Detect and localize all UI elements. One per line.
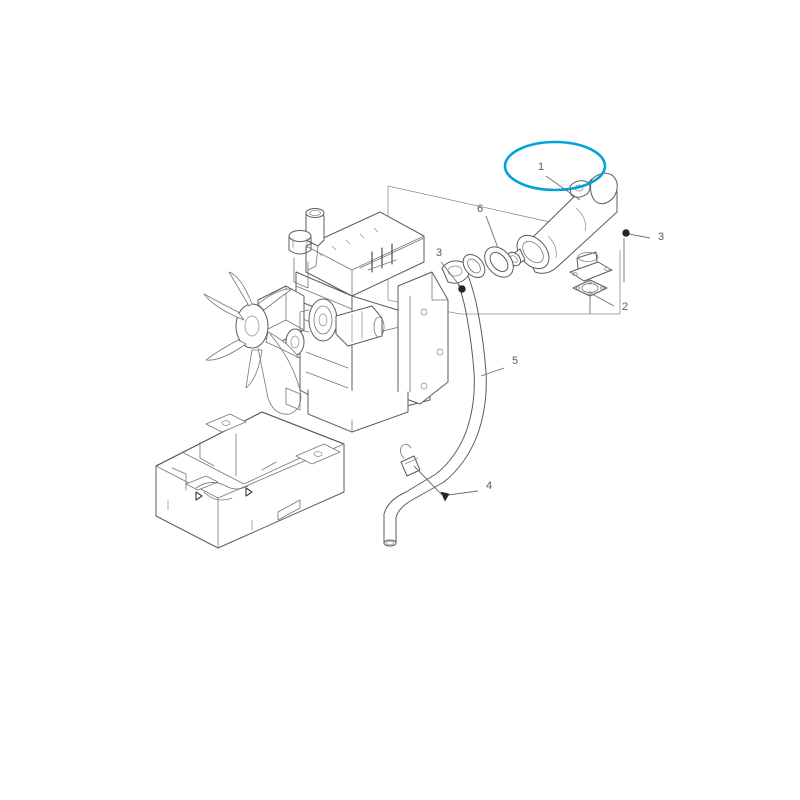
cooling-fan bbox=[203, 271, 300, 389]
highlight-ellipse bbox=[503, 140, 607, 192]
flange-gasket bbox=[572, 279, 608, 297]
callout-label-3-lower: 3 bbox=[436, 247, 442, 259]
bolt-upper-icon bbox=[622, 229, 630, 237]
engine-assembly bbox=[203, 208, 449, 433]
leader-5 bbox=[480, 367, 505, 377]
leader-3-lower bbox=[440, 261, 461, 287]
exhaust-pipe bbox=[383, 260, 487, 547]
muffler-inlet bbox=[507, 248, 526, 267]
pipe-joint-gasket bbox=[462, 253, 486, 279]
leader-6 bbox=[485, 215, 499, 249]
callout-label-3-upper: 3 bbox=[658, 231, 664, 243]
callout-label-2: 2 bbox=[622, 301, 628, 313]
clamp-marker-icon bbox=[440, 491, 450, 502]
chassis-frame bbox=[155, 411, 345, 549]
leader-2 bbox=[591, 293, 615, 307]
leader-1 bbox=[545, 175, 581, 201]
callout-label-4: 4 bbox=[486, 480, 492, 492]
callout-label-1: 1 bbox=[538, 161, 544, 173]
pipe-clamp bbox=[400, 444, 421, 477]
callout-label-6: 6 bbox=[477, 203, 483, 215]
leader-4 bbox=[447, 490, 479, 496]
leader-3-upper bbox=[628, 233, 651, 239]
callout-label-5: 5 bbox=[512, 355, 518, 367]
starter-motor bbox=[335, 305, 385, 347]
inlet-gasket-ring bbox=[484, 246, 514, 278]
muffler bbox=[507, 172, 618, 282]
bolt-lower-icon bbox=[458, 285, 466, 293]
